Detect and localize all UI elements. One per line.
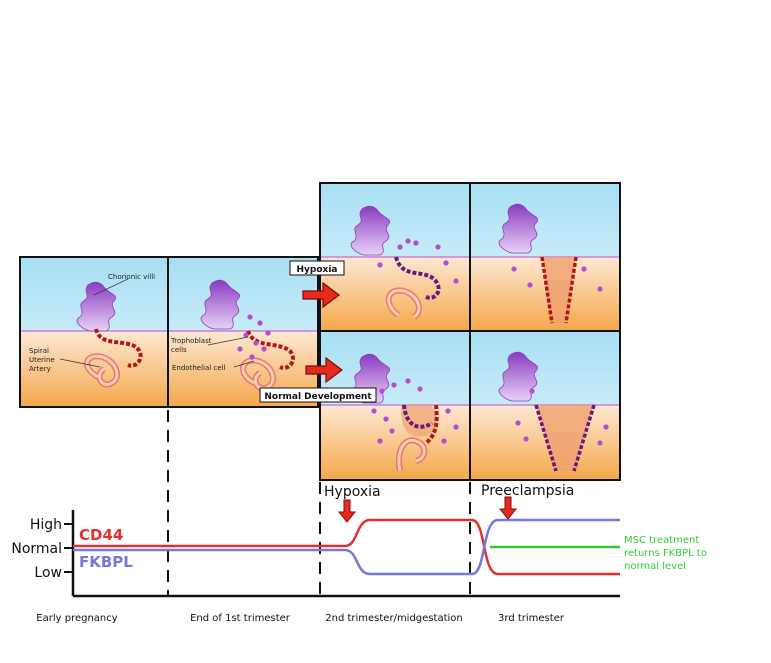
spiral-label-2: Uterine: [29, 356, 55, 364]
stage-third-trimester: 3rd trimester: [498, 613, 565, 624]
chorionic-villi-label: Chorionic villi: [108, 273, 155, 281]
msc-annotation-1: MSC treatment: [624, 535, 699, 546]
panel-2nd-trimester-normal: [320, 331, 470, 480]
chorionic-villi-icon: [498, 203, 538, 254]
panel-early-pregnancy: Chorionic villi Spiral Uterine Artery: [20, 257, 168, 407]
trophoblast-label-2: cells: [171, 346, 187, 354]
normal-development-arrow: [305, 356, 343, 384]
normal-development-label: Normal Development: [264, 392, 372, 402]
panel-end-first-trimester: Trophoblast cells Endothelial cell: [168, 257, 318, 407]
cd44-line: [73, 518, 620, 576]
trophoblast-label-1: Trophoblast: [170, 337, 212, 345]
stage-early-pregnancy: Early pregnancy: [36, 613, 117, 624]
y-tick-high: High: [30, 517, 62, 533]
preeclampsia-down-arrow: [498, 496, 518, 520]
preeclampsia-marker-label: Preeclampsia: [481, 483, 574, 499]
spiral-artery-icon: [385, 256, 441, 320]
stage-end-first-trimester: End of 1st trimester: [190, 613, 291, 624]
y-tick-normal: Normal: [11, 541, 62, 557]
panel-borders: [19, 182, 621, 481]
endothelial-label: Endothelial cell: [172, 364, 226, 372]
panel-3rd-trimester-preeclampsia: [470, 183, 620, 331]
hypoxia-label-box: [289, 260, 345, 276]
spiral-label-1: Spiral: [29, 347, 49, 355]
trophoblast-cells: [511, 266, 603, 292]
trophoblast-cells: [377, 238, 459, 284]
normal-label-box: [259, 387, 377, 403]
spiral-artery-icon: [84, 328, 143, 388]
remodeled-artery-icon: [396, 404, 439, 472]
panel-3rd-trimester-normal: [470, 331, 620, 480]
trophoblast-cells: [237, 314, 271, 360]
cd44-legend: CD44: [79, 526, 123, 544]
hypoxia-label: Hypoxia: [297, 265, 338, 275]
stage-second-trimester: 2nd trimester/midgestation: [325, 613, 462, 624]
chorionic-villi-icon: [76, 281, 116, 332]
msc-annotation-3: normal level: [624, 561, 686, 572]
y-tick-low: Low: [34, 565, 62, 581]
msc-annotation-2: returns FKBPL to: [624, 548, 707, 559]
hypoxia-down-arrow: [337, 499, 357, 523]
fkbpl-legend: FKBPL: [79, 553, 133, 571]
expression-graph: High Normal Low CD44 FKBPL Hypoxia Preec…: [11, 483, 707, 624]
trophoblast-cells: [371, 378, 459, 444]
stage-dividers: [167, 410, 471, 596]
trophoblast-cells: [515, 388, 609, 446]
hypoxia-marker-label: Hypoxia: [324, 484, 381, 500]
chorionic-villi-icon: [200, 279, 240, 330]
chorionic-villi-icon: [498, 351, 538, 402]
narrow-artery-icon: [540, 256, 578, 324]
spiral-label-3: Artery: [29, 365, 51, 373]
wide-artery-icon: [534, 404, 596, 472]
panel-2nd-trimester-hypoxia: [320, 183, 470, 331]
hypoxia-arrow: [302, 281, 340, 309]
chorionic-villi-icon: [350, 205, 390, 256]
fkbpl-line: [73, 518, 620, 576]
